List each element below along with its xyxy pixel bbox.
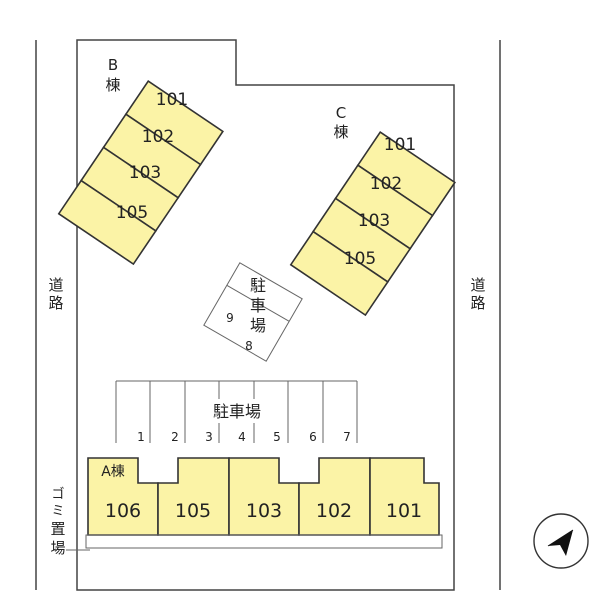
parking-center-char-2: 車: [250, 296, 266, 315]
parking-row-label-bg: [203, 399, 273, 423]
building-c-unit-105: [289, 230, 389, 317]
building-c-label-bottom: 棟: [333, 123, 348, 141]
building-c-label-top: C: [336, 104, 346, 122]
building-a-unit-106-label: 106: [105, 500, 141, 522]
building-c-unit-103-label: 103: [358, 211, 390, 231]
parking-slot-9-label: 9: [226, 311, 234, 325]
parking-slot-7-label: 7: [343, 430, 351, 444]
parking-slot-5-label: 5: [273, 430, 281, 444]
building-c: [289, 130, 456, 317]
north-arrow-icon: [533, 513, 589, 569]
road-right-char-1: 道: [470, 276, 485, 294]
building-a-unit-103-label: 103: [246, 500, 282, 522]
building-c-unit-105-label: 105: [344, 249, 376, 269]
building-b: [57, 79, 224, 266]
building-b-unit-105-label: 105: [116, 203, 148, 223]
road-left-char-1: 道: [48, 276, 63, 294]
building-a-unit-101: [369, 457, 440, 536]
building-a-unit-105-label: 105: [175, 500, 211, 522]
building-a-strip: [85, 534, 443, 549]
site-boundary: [76, 39, 455, 591]
building-a: [85, 457, 443, 549]
building-b-label-bottom: 棟: [105, 76, 120, 94]
parking-row: [115, 380, 358, 443]
road-left-char-2: 路: [48, 294, 63, 312]
parking-center-char-1: 駐: [250, 276, 266, 295]
building-b-label-top: B: [108, 56, 118, 74]
building-c-unit-101-label: 101: [384, 135, 416, 155]
parking-slot-4-label: 4: [238, 430, 246, 444]
garbage-char-4: 場: [50, 539, 65, 557]
building-a-unit-102: [298, 457, 371, 536]
building-c-unit-102-label: 102: [370, 174, 402, 194]
building-b-unit-101-label: 101: [156, 90, 188, 110]
parking-center-char-3: 場: [250, 316, 266, 335]
parking-slot-2-label: 2: [171, 430, 179, 444]
parking-row-label: 駐車場: [213, 402, 261, 421]
building-b-unit-103-label: 103: [129, 163, 161, 183]
building-a-label: A棟: [101, 464, 125, 480]
parking-slot-8-label: 8: [245, 339, 253, 353]
garbage-char-2: ミ: [51, 504, 64, 519]
parking-slot-1-label: 1: [137, 430, 145, 444]
building-a-unit-105: [157, 457, 230, 536]
parking-slot-6-label: 6: [309, 430, 317, 444]
building-a-unit-101-label: 101: [386, 500, 422, 522]
road-right-char-2: 路: [470, 294, 485, 312]
building-a-unit-103: [228, 457, 300, 536]
parking-center-box: [203, 262, 303, 362]
garbage-char-1: ゴ: [51, 486, 64, 502]
garbage-char-3: 置: [50, 520, 65, 538]
parking-center-divider: [226, 284, 290, 322]
parking-center: [203, 262, 303, 362]
building-a-unit-102-label: 102: [316, 500, 352, 522]
parking-slot-3-label: 3: [205, 430, 213, 444]
building-b-unit-105: [57, 179, 157, 266]
building-b-unit-102-label: 102: [142, 127, 174, 147]
